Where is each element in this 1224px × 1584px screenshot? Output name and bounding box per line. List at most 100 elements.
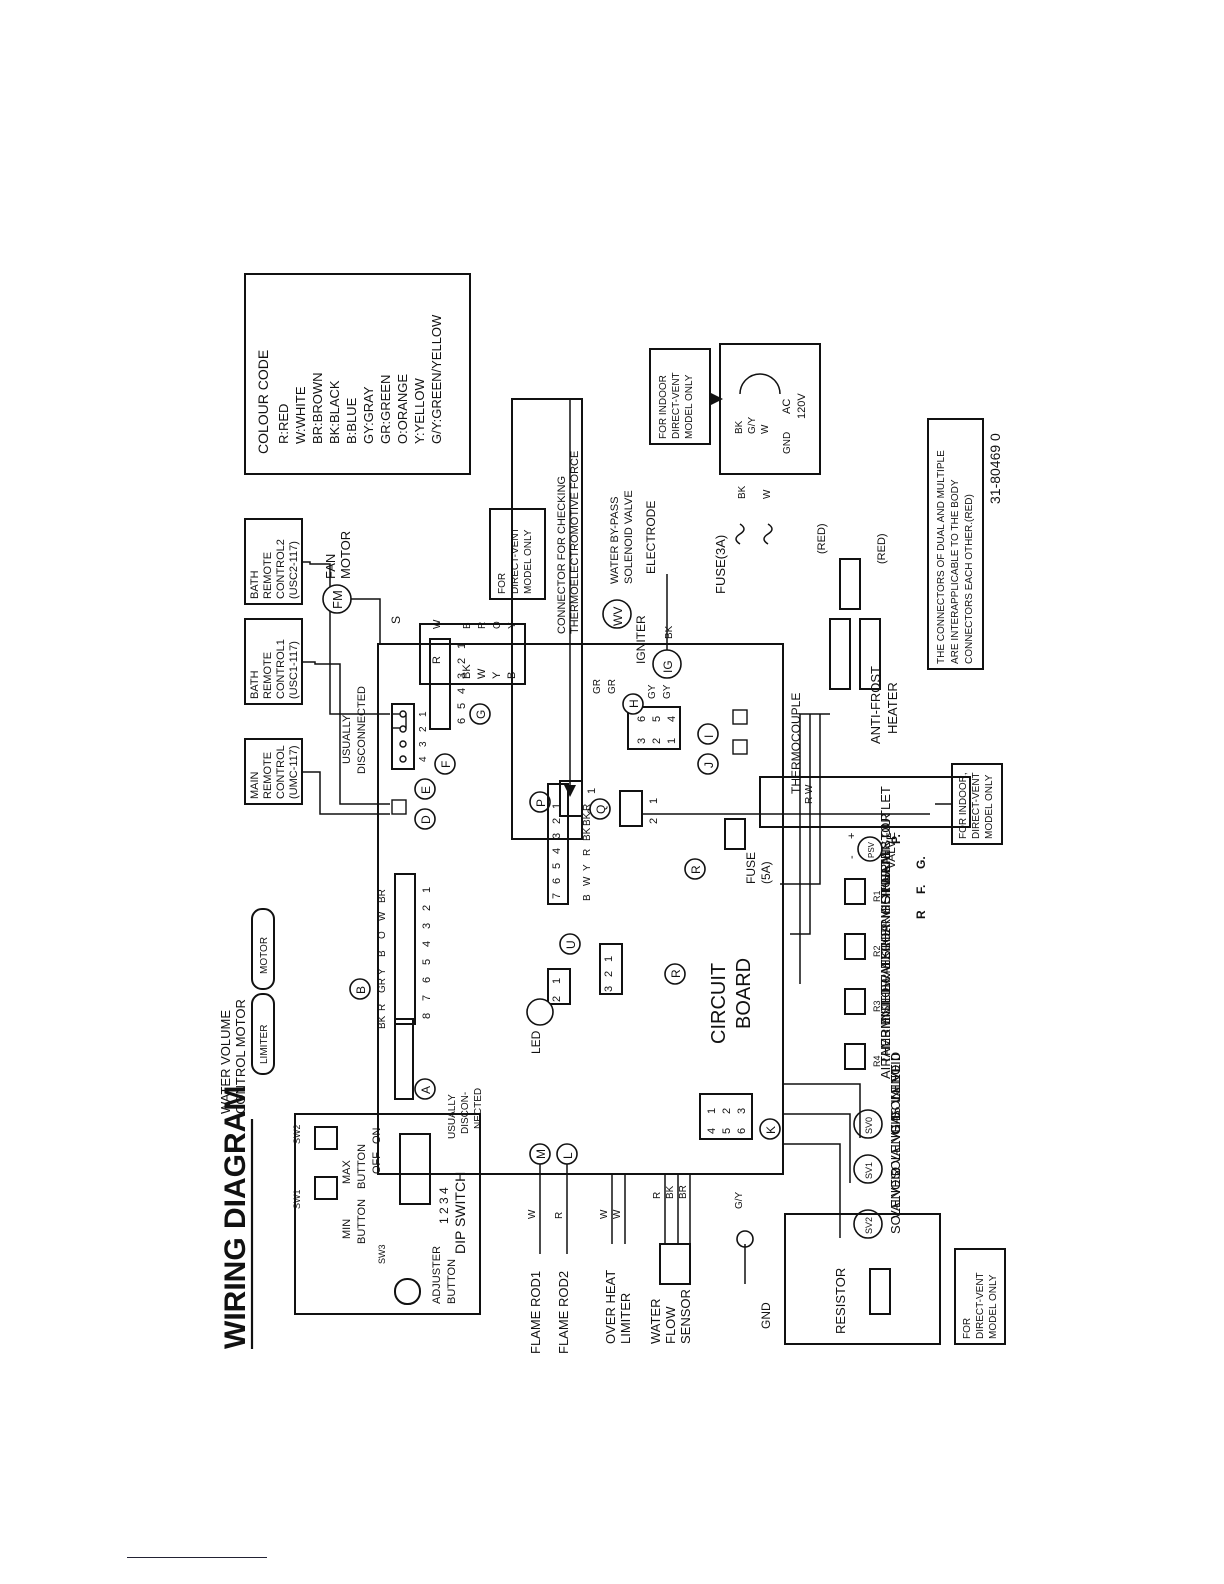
connector-b-wire: BK	[377, 1015, 388, 1029]
circuit-board-label: CIRCUIT	[708, 963, 730, 1044]
connector-u-pin: 1	[551, 978, 563, 984]
connector-b-wire: R	[377, 1004, 388, 1011]
connector-u-pin: 2	[551, 996, 563, 1002]
connector-a-box	[394, 1018, 414, 1100]
connector-f-pin	[399, 740, 407, 748]
colour-code-item: W:WHITE	[293, 386, 308, 444]
connector-f-marker	[434, 753, 456, 775]
psv-letter: G.	[914, 856, 928, 869]
sw1-min-button[interactable]	[314, 1176, 338, 1200]
usually-disconnected-a: DISCON-	[460, 1092, 471, 1134]
valve-2-icon	[853, 1209, 883, 1239]
thermocouple-label: THERMOCOUPLE	[789, 693, 803, 794]
connector-b-pin: 2	[421, 905, 433, 911]
wire-label: W	[612, 1209, 623, 1219]
connector-r-pin: 3	[551, 833, 563, 839]
fan-connector-wire: BK	[461, 664, 473, 679]
colour-code-item: Y:YELLOW	[412, 378, 427, 444]
thermistor-2-connector	[844, 933, 866, 960]
fan-motor-badge: FM	[330, 590, 345, 609]
thermistor-group: R1 THERMISTOR HOTWATER OUTLET R2 THERMIS…	[844, 786, 893, 1079]
fan-wire-tag: S	[389, 616, 403, 624]
thermistor-label: INLETWATER	[878, 942, 893, 1024]
red-tag: (RED)	[876, 533, 888, 564]
connector-g-pin: 2	[456, 658, 468, 664]
usually-disconnected-note: USUALLY	[341, 714, 353, 764]
ac-wire: G/Y	[747, 416, 758, 434]
connector-b-pin: 8	[421, 1013, 433, 1019]
ac-wire: BK	[734, 420, 745, 434]
sw2-label: BUTTON	[356, 1144, 368, 1189]
connector-letter: H	[627, 699, 641, 708]
valve-tag: SV0	[864, 1117, 874, 1134]
connector-b-pin: 3	[421, 923, 433, 929]
connector-s-pin: 1	[603, 956, 615, 962]
connector-k-pin: 6	[736, 1128, 748, 1134]
thermistor-trunk	[790, 714, 811, 935]
sw2-max-button[interactable]	[314, 1126, 338, 1150]
gnd-label: GND	[759, 1302, 773, 1329]
connector-letter: K	[764, 1126, 778, 1134]
connector-b-wire: Y	[377, 968, 388, 975]
colour-code-item: R:RED	[276, 404, 291, 444]
connector-r-wire: R	[582, 804, 593, 811]
connector-g-pin: 1	[456, 643, 468, 649]
sw3-adjuster-button[interactable]	[394, 1278, 421, 1305]
ac-wire: W	[760, 424, 771, 434]
connector-letter: F	[439, 761, 453, 768]
indoor-note-2: FOR INDOOR,	[958, 772, 969, 839]
thermistor-label: THERMISTOR	[878, 813, 893, 899]
connector-letter: B	[354, 986, 368, 994]
valve-label: VALVE 1	[888, 1113, 903, 1164]
thermistor-4-connector	[844, 1043, 866, 1070]
indoor-note-2: MODEL ONLY	[984, 774, 995, 839]
electrode-label: ELECTRODE	[644, 501, 658, 574]
connector-q-marker	[589, 798, 611, 820]
wire-label: GR	[607, 679, 618, 694]
connector-b-wire: BR	[377, 889, 388, 903]
colour-code-item: O:ORANGE	[395, 374, 410, 444]
fuse-5a-label: (5A)	[759, 861, 773, 884]
fan-wire-label: O	[492, 621, 503, 629]
ac-wire: GND	[782, 432, 793, 454]
main-remote-label: REMOTE	[262, 752, 274, 799]
bath-remote-2-wire	[302, 561, 390, 715]
wire-label: BK	[664, 625, 675, 639]
psv-letter: F.	[914, 885, 928, 894]
led-indicator	[526, 998, 554, 1026]
red-tag: (RED)	[816, 523, 828, 554]
thermistor-label: EXCHANGER HEAT	[878, 849, 893, 969]
bath-remote-1-wire	[302, 661, 390, 805]
connector-h-pin: 5	[651, 716, 663, 722]
dip-switch[interactable]	[399, 1133, 431, 1205]
connector-q-box	[619, 790, 643, 827]
direct-vent-note-2: DIRECT-VENT	[975, 1272, 986, 1339]
motor-label: MOTOR	[259, 937, 270, 974]
direct-vent-note: FOR	[497, 573, 508, 594]
connector-b-box	[394, 873, 416, 1025]
circuit-board-outline	[377, 643, 784, 1175]
fan-motor-wire	[351, 598, 420, 645]
connector-p-pin: 1	[586, 788, 598, 794]
connector-b-pin: 4	[421, 941, 433, 947]
connector-k-pin: 5	[721, 1128, 733, 1134]
connector-h-pin: 6	[636, 716, 648, 722]
sw2-label: MAX	[341, 1160, 353, 1185]
connector-b-wire: GR	[377, 978, 388, 993]
connector-letter: U	[564, 940, 578, 949]
resistor-label: RESISTOR	[833, 1268, 848, 1334]
igniter-badge: IG	[661, 660, 675, 673]
main-remote-label: CONTROL	[275, 745, 287, 799]
connector-letter: I	[702, 735, 716, 738]
thermistor-label: AIRAMBIENT	[878, 999, 893, 1079]
usually-disconnected-a: NECTED	[473, 1088, 484, 1129]
sw1-label: MIN	[341, 1219, 353, 1239]
colour-code-box	[244, 273, 471, 475]
valve-tag: SV2	[864, 1217, 874, 1234]
terminal-j	[697, 753, 719, 775]
wire-label: GY	[662, 684, 673, 699]
led-label: LED	[529, 1030, 543, 1054]
water-flow-label: WATER	[648, 1299, 663, 1345]
usually-disconnected-a: USUALLY	[447, 1094, 458, 1139]
water-flow-label: SENSOR	[678, 1289, 693, 1344]
